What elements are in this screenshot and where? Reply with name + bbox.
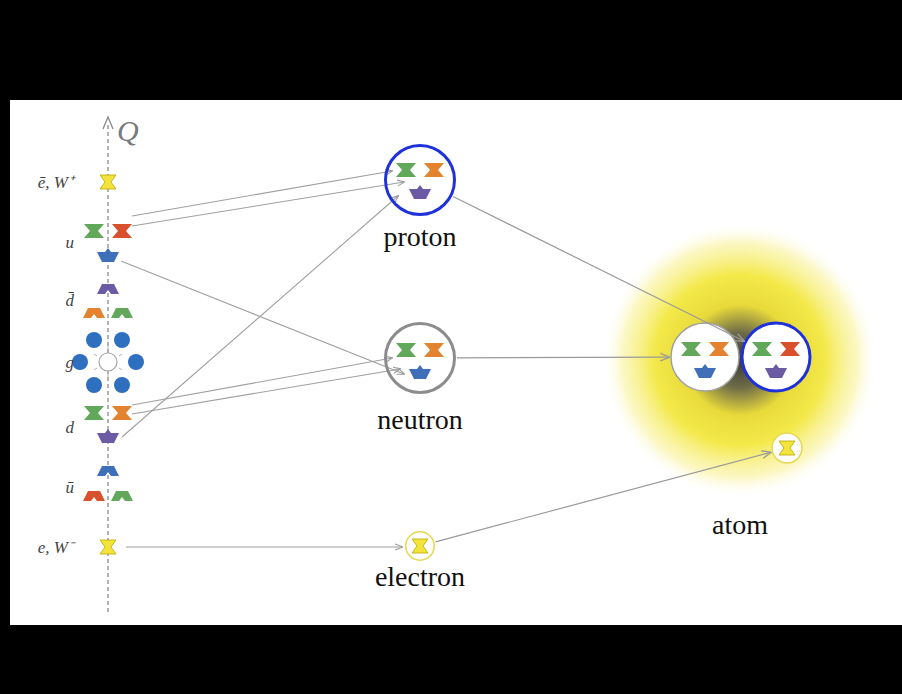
proton-circle: proton — [384, 144, 456, 216]
arrow-connector — [435, 452, 770, 541]
arrow-connector — [453, 196, 744, 341]
atom-electron — [772, 433, 802, 463]
particle-label: e, W⁻ — [38, 538, 74, 557]
leader-lines — [121, 171, 404, 547]
atom-glow — [602, 222, 878, 498]
particle-label: ē, W⁺ — [38, 173, 74, 192]
electron-circle: electron — [405, 531, 435, 561]
label-holder: ē, W⁺ — [38, 172, 74, 193]
label-holder: d — [66, 417, 75, 438]
label-holder: ū — [66, 477, 75, 498]
caption-holder: proton — [383, 221, 456, 253]
circle-outline — [384, 322, 456, 394]
label-holder: g — [66, 352, 75, 373]
particle-label: u — [66, 233, 75, 252]
arrow-connector — [457, 357, 669, 359]
atom-nucleus — [671, 323, 810, 391]
particle-label: d̄ — [66, 291, 75, 310]
node-label: neutron — [377, 404, 463, 435]
caption-holder: neutron — [377, 404, 463, 436]
circle-border — [386, 324, 455, 393]
caption-holder: atom — [712, 509, 768, 541]
axis-label: Q — [117, 114, 139, 147]
circle-outline — [384, 144, 456, 216]
circle-border — [386, 146, 455, 215]
white-panel — [10, 100, 902, 625]
particle-label: g — [66, 353, 75, 372]
particle-label: d — [66, 418, 75, 437]
neutron-circle: neutron — [384, 322, 456, 394]
circle-outline — [405, 531, 435, 561]
circle-border — [406, 532, 435, 561]
node-label: atom — [712, 509, 768, 540]
caption-holder: electron — [375, 561, 465, 593]
particle-label: ū — [66, 478, 75, 497]
label-holder: e, W⁻ — [38, 537, 74, 558]
atom-region: atom — [602, 222, 878, 498]
label-holder: Q — [117, 112, 139, 150]
node-label: proton — [383, 221, 456, 252]
label-holder: u — [66, 232, 75, 253]
node-label: electron — [375, 561, 465, 592]
label-holder: d̄ — [66, 290, 75, 311]
particle-icons — [72, 175, 144, 554]
